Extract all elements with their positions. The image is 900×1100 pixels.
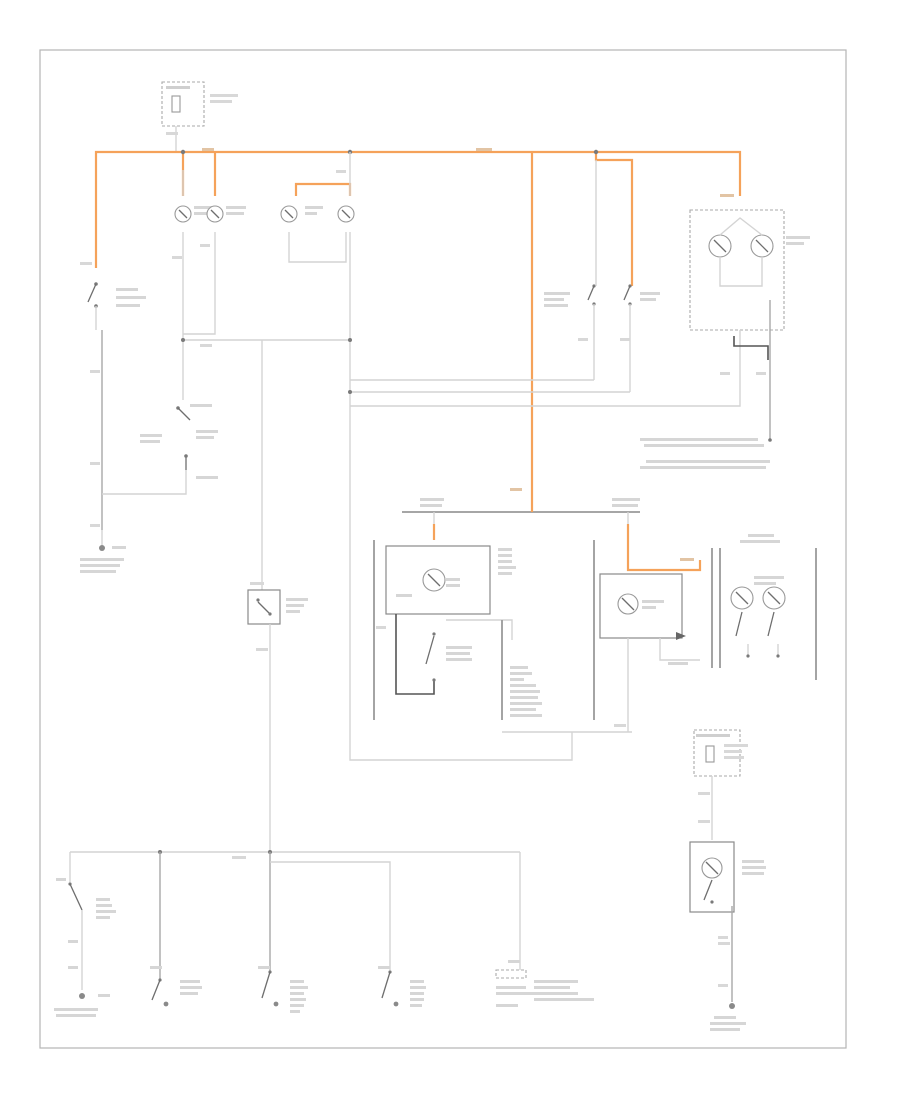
fuse-block-top-left bbox=[161, 81, 238, 127]
lamp-left-2 bbox=[206, 205, 246, 223]
connector-bottom-right bbox=[495, 960, 594, 1007]
switch-left-door bbox=[87, 282, 146, 308]
lamp-center-2 bbox=[337, 205, 355, 223]
power-bus bbox=[94, 150, 742, 572]
switch-bottom-2 bbox=[150, 966, 202, 1007]
dome-lamp-assembly bbox=[689, 194, 810, 331]
lamp-right-1 bbox=[544, 284, 596, 307]
lamp-bottom-right bbox=[689, 841, 766, 913]
switch-courtesy bbox=[140, 404, 218, 479]
module-lamp-right bbox=[599, 558, 700, 732]
lamp-center-1 bbox=[280, 205, 323, 223]
fuse-block-bottom-right bbox=[693, 729, 748, 777]
switch-center-vertical bbox=[247, 582, 308, 625]
ground-left bbox=[80, 545, 126, 573]
switch-bottom-4 bbox=[378, 966, 426, 1007]
diagram-border bbox=[39, 49, 847, 1049]
lamp-left-1 bbox=[174, 205, 214, 223]
switch-bottom-1 bbox=[54, 878, 116, 1017]
module-header bbox=[402, 488, 640, 513]
lamp-pair-far-right bbox=[719, 534, 817, 680]
module-lamp-switch-left bbox=[373, 540, 542, 720]
switch-bottom-3 bbox=[258, 966, 308, 1013]
lamp-right-2 bbox=[623, 284, 660, 306]
